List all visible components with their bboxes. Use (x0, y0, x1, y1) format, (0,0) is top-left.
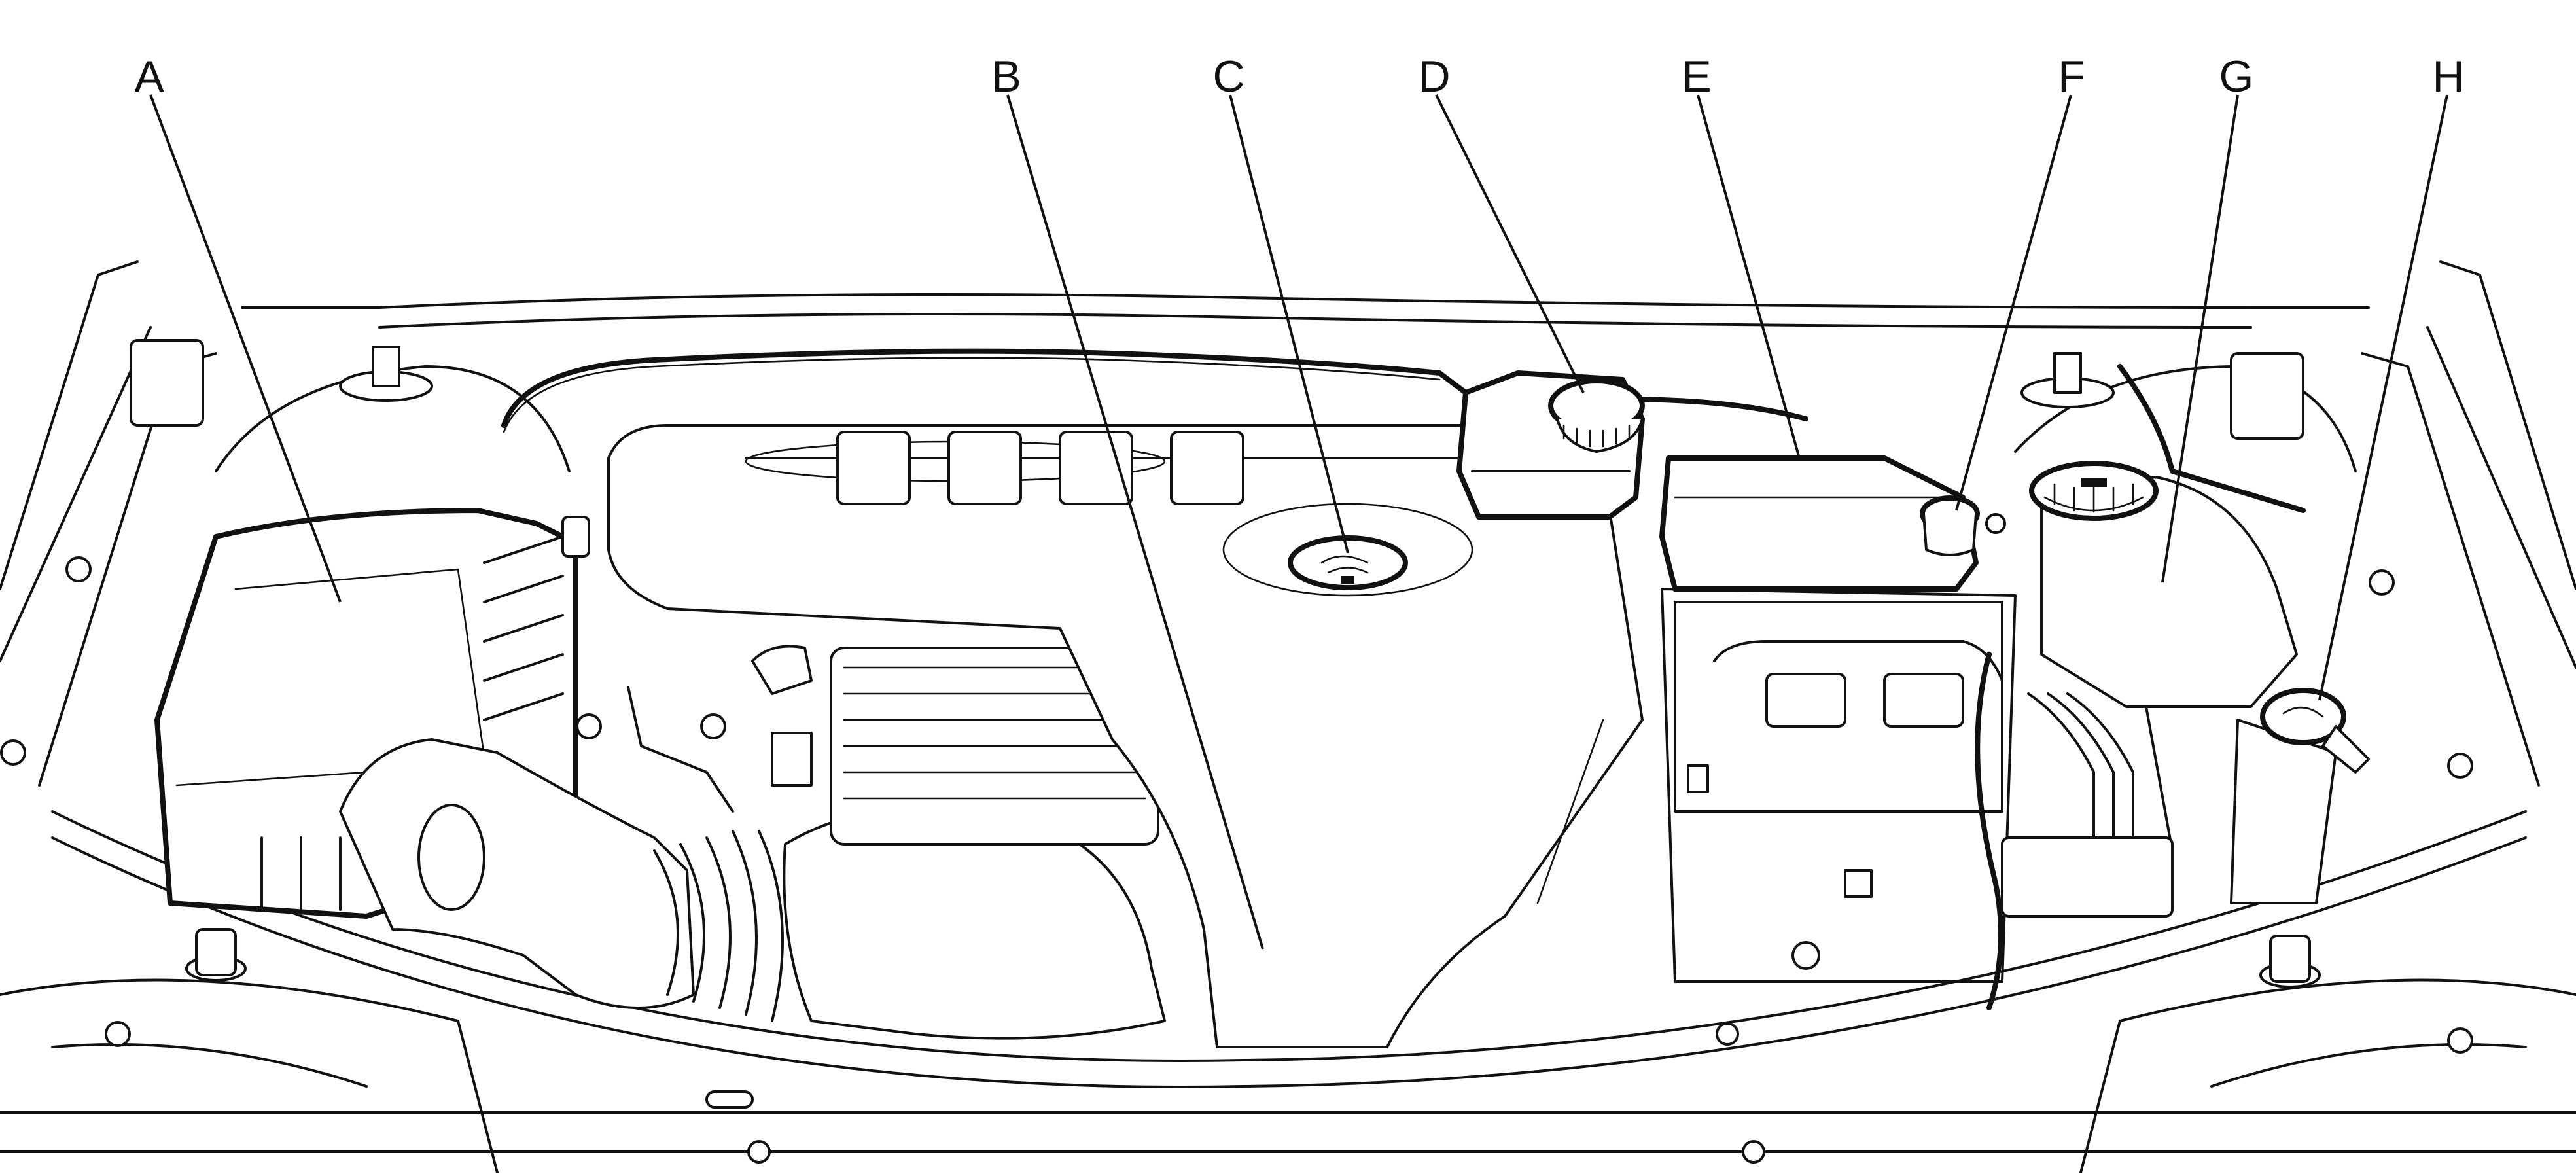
leader-line-c (1229, 94, 1349, 554)
strut-mount-studs (185, 346, 2321, 988)
leader-line-g (2161, 94, 2239, 583)
coolant-surge-tank (1456, 370, 1645, 520)
callout-label-e: E (1682, 52, 1711, 101)
vehicle-body-outline (0, 260, 2576, 1174)
fender-bolts (0, 556, 2473, 1054)
callout-label-a: A (134, 52, 164, 101)
underhood-fuse-block (1659, 455, 2017, 983)
callout-label-d: D (1418, 52, 1450, 101)
leader-line-e (1697, 94, 1801, 459)
callout-label-c: C (1212, 52, 1244, 101)
intake-duct (339, 738, 1166, 1040)
callout-label-g: G (2219, 52, 2254, 101)
washer-fluid-cap (2230, 688, 2370, 904)
throttle-body-area (576, 645, 1191, 846)
brake-lines (1975, 652, 2174, 1010)
wire-harness (501, 348, 2306, 513)
radiator-pressure-cap (2029, 461, 2298, 708)
engine-oil-fill-cap (1222, 503, 1473, 597)
leader-line-h (2318, 94, 2448, 701)
callout-label-b: B (991, 52, 1021, 101)
leader-line-a (149, 94, 342, 603)
leader-line-b (1006, 94, 1264, 950)
callout-label-f: F (2058, 52, 2085, 101)
callout-leaders (149, 94, 2448, 950)
leader-line-f (1955, 94, 2072, 511)
callout-label-h: H (2432, 52, 2464, 101)
callout-labels: A B C D E F G H (134, 52, 2464, 101)
power-steering-reservoir-cap (1920, 495, 2006, 556)
leader-line-d (1435, 94, 1585, 393)
